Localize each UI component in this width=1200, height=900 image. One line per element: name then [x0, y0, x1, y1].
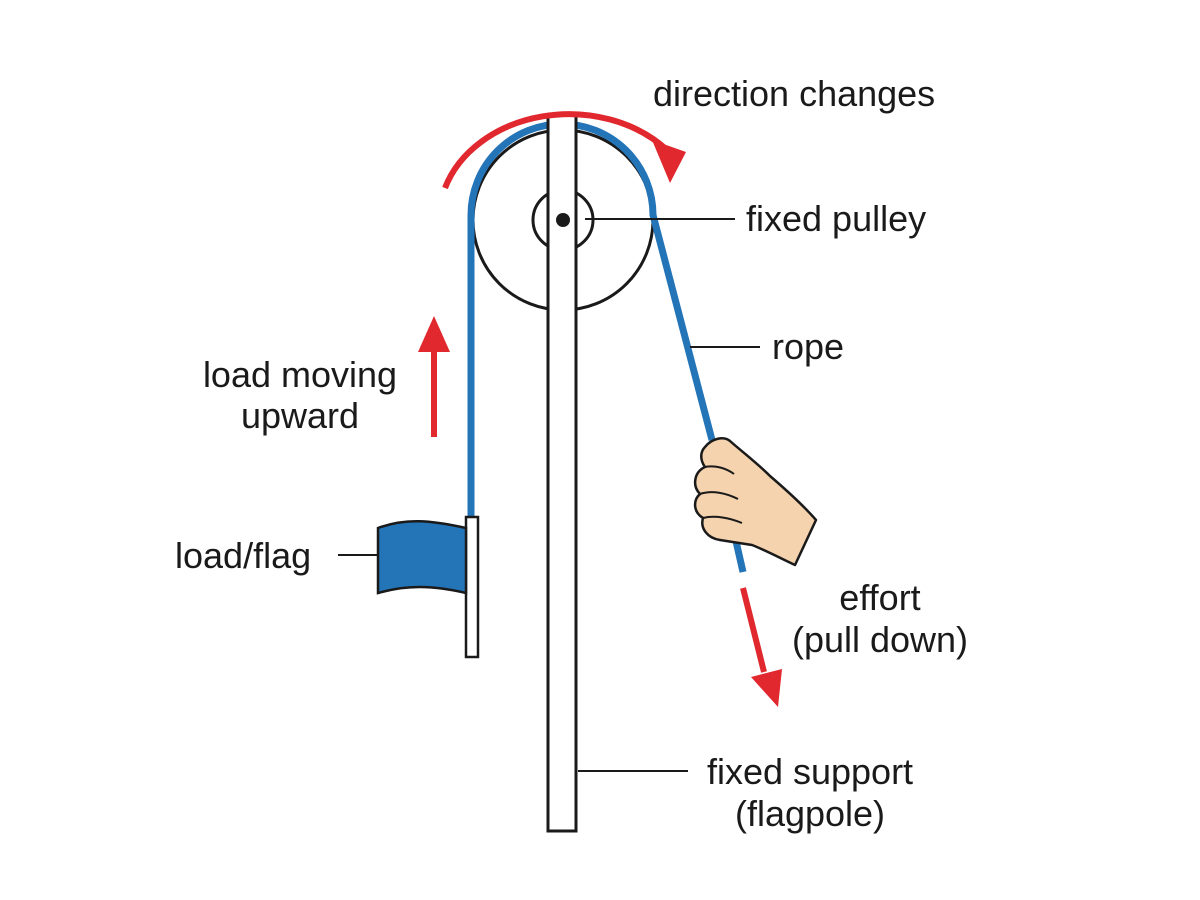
- load-moving-label-line2: upward: [241, 395, 359, 436]
- direction-changes-label: direction changes: [653, 73, 935, 114]
- direction-arrowhead: [652, 140, 686, 183]
- rope-label: rope: [772, 326, 844, 367]
- upward-arrowhead: [418, 316, 450, 352]
- flag-bar: [464, 515, 480, 659]
- flagpole: [546, 113, 578, 833]
- effort-arrow-shaft: [740, 587, 767, 673]
- pulley-axle: [556, 213, 570, 227]
- load-moving-label-line1: load moving: [203, 354, 397, 395]
- flag: [376, 520, 468, 595]
- fixed-support-label-line1: fixed support: [707, 751, 913, 792]
- fixed-support-label-line2: (flagpole): [735, 793, 885, 834]
- direction-arc-arrow: [442, 111, 670, 190]
- effort-arrowhead: [751, 669, 782, 707]
- load-flag-label: load/flag: [175, 535, 311, 576]
- hand-icon: [693, 437, 818, 567]
- effort-label-line2: (pull down): [792, 619, 968, 660]
- effort-label-line1: effort: [839, 577, 920, 618]
- fixed-pulley-label: fixed pulley: [746, 198, 926, 239]
